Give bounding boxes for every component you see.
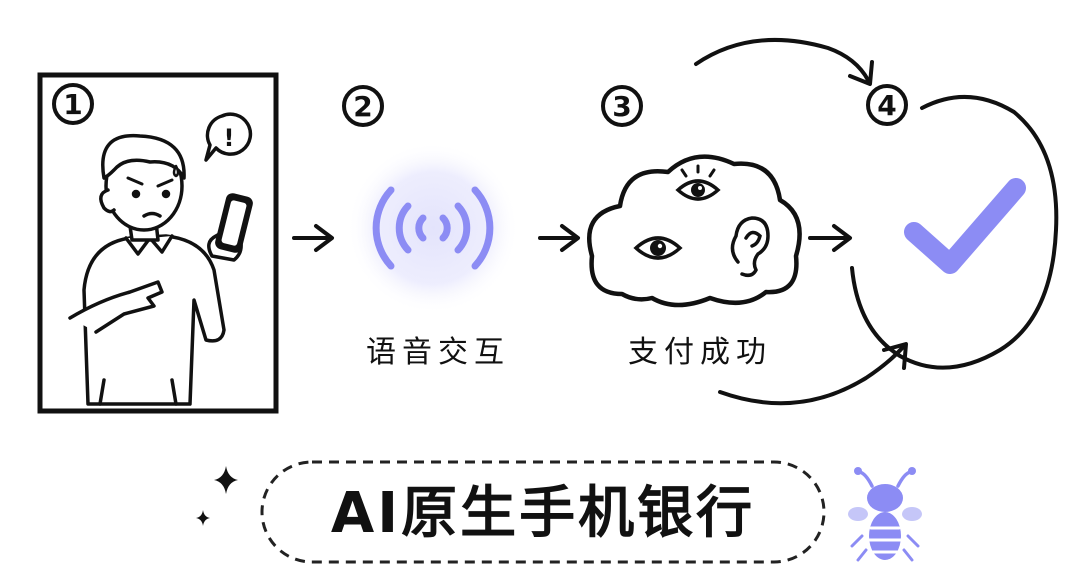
step-2-number-badge: 2: [342, 85, 384, 127]
step-4-number: 4: [877, 89, 896, 122]
cloud-outline: [586, 154, 802, 308]
cloud-with-senses-icon: [586, 154, 802, 308]
step-3-number-badge: 3: [601, 85, 643, 127]
sound-wave-icon: [347, 142, 519, 314]
arrow-1-to-2: [292, 224, 334, 252]
checkmark-icon: [904, 178, 1026, 274]
step-2-number: 2: [353, 90, 372, 123]
banner-pill: [260, 460, 826, 564]
arrow-3-to-4: [808, 224, 852, 252]
curved-arrow-top: [694, 38, 874, 86]
step-4-number-badge: 4: [866, 84, 908, 126]
banner-title: AI原生手机银行: [331, 481, 755, 546]
sparkle-icon-small: [196, 510, 210, 526]
step-1-number: 1: [63, 88, 82, 121]
loop-curve: [850, 94, 1059, 370]
step-1-number-badge: 1: [52, 83, 94, 125]
step-4: 4: [694, 38, 1059, 406]
step-2-caption: 语音交互: [366, 335, 510, 370]
sparkle-icon-large: [214, 466, 238, 494]
step-3-caption: 支付成功: [628, 335, 772, 370]
banner: AI原生手机银行: [196, 460, 922, 564]
step-3: 3 支付成功: [586, 85, 802, 370]
eye-icon-top: [675, 164, 721, 201]
alert-bubble-icon: !: [204, 112, 253, 162]
ear-icon: [730, 216, 770, 278]
eye-icon-left: [633, 236, 683, 260]
alert-bubble-symbol: !: [224, 124, 235, 152]
curved-arrow-bottom: [718, 342, 908, 406]
step-2: 2 语音交互: [342, 85, 519, 370]
arrow-2-to-3: [538, 224, 580, 252]
step-1-panel: 1 !: [37, 72, 279, 414]
confused-person-icon: [68, 133, 253, 406]
step-3-number: 3: [612, 90, 631, 123]
bee-icon: [848, 467, 922, 562]
